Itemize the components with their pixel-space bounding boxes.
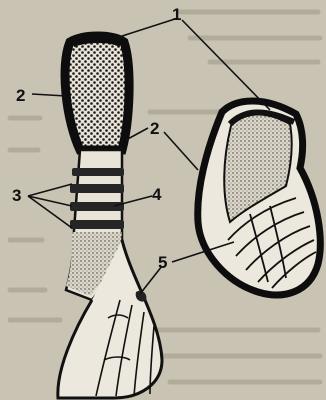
cross-section [198,101,321,295]
label-1: 1 [172,5,181,24]
sperm-head [65,36,129,150]
label-4: 4 [152,185,162,204]
label-3: 3 [12,186,21,205]
label-2-right: 2 [150,119,159,138]
label-2-left: 2 [16,86,25,105]
longitudinal-section [58,36,162,398]
acrosome-cap [72,38,122,43]
label-5: 5 [158,253,167,272]
